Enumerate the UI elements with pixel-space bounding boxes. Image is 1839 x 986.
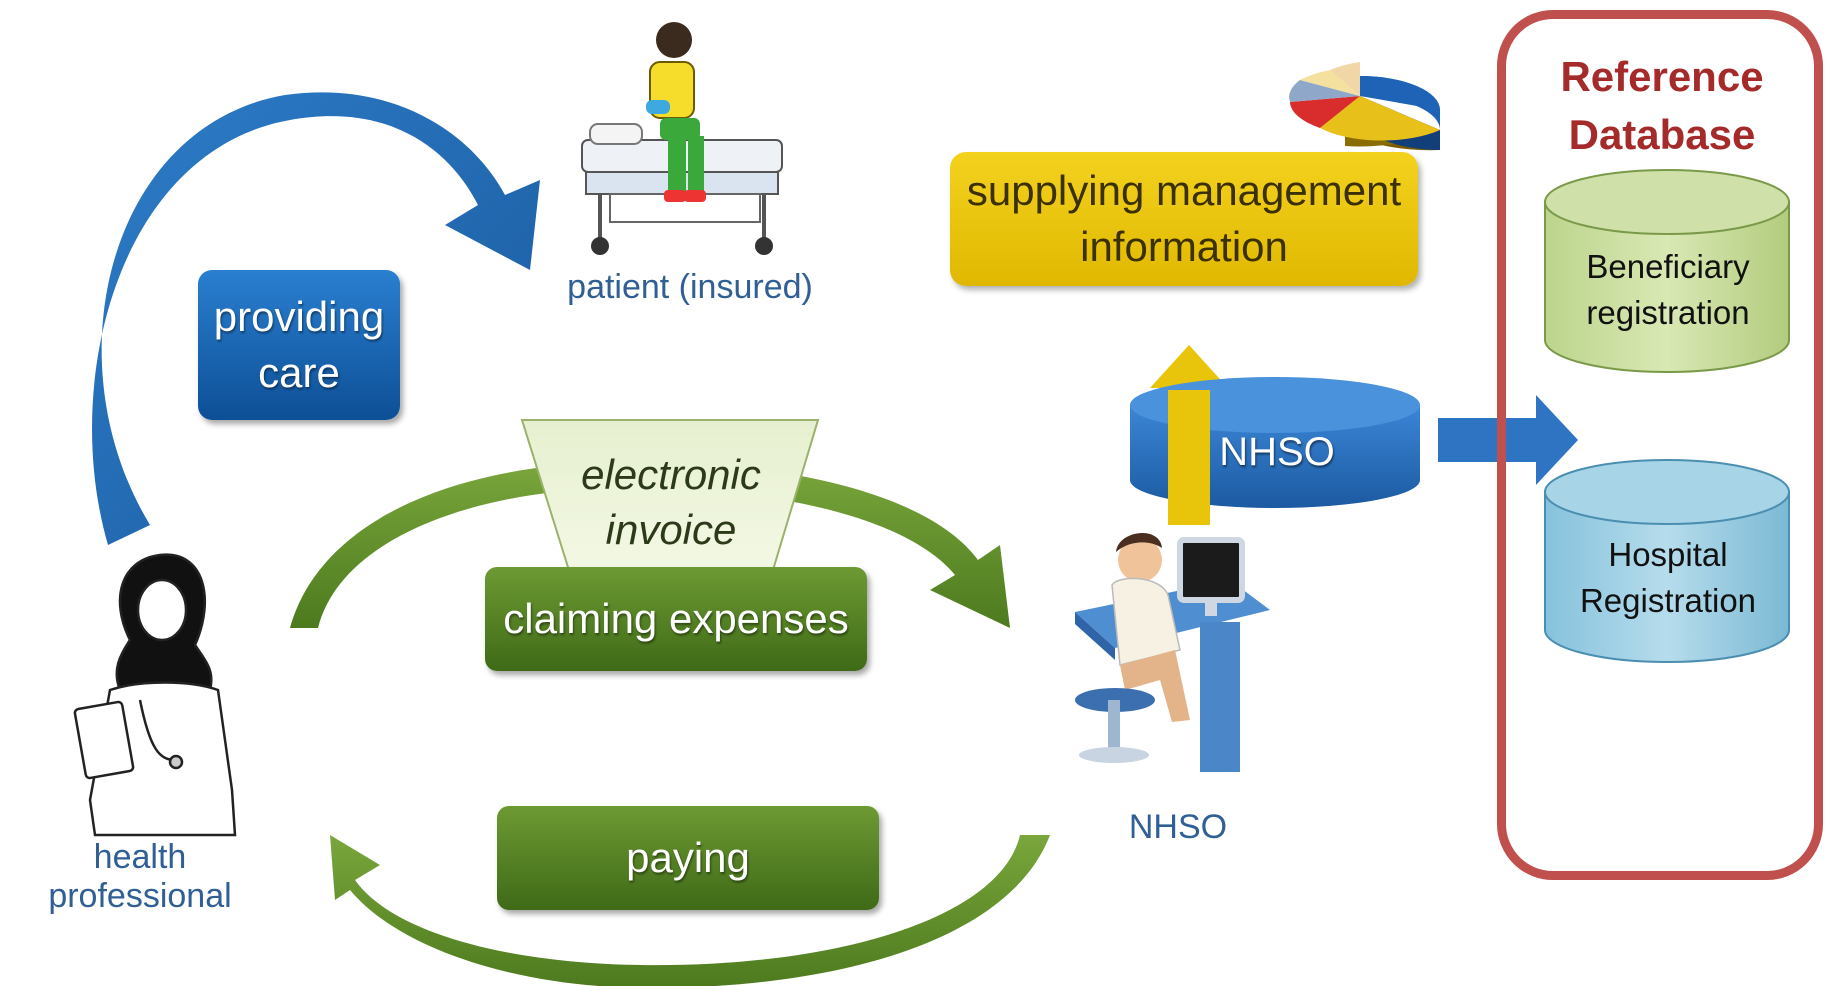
- pie-chart-icon: [1289, 62, 1440, 151]
- claiming-expenses-box: claiming expenses: [485, 567, 867, 671]
- claiming-expenses-label: claiming expenses: [503, 595, 849, 642]
- supplying-info-label: supplying management information: [966, 167, 1402, 270]
- patient-caption: patient (insured): [567, 268, 813, 306]
- paying-label: paying: [626, 834, 750, 881]
- beneficiary-cylinder: [1544, 169, 1790, 373]
- patient-on-bed-icon: [581, 22, 783, 255]
- supplying-info-box: supplying management information: [950, 152, 1418, 286]
- right-arrow: [1438, 395, 1578, 485]
- beneficiary-registration-label: Beneficiary registration: [1586, 248, 1750, 331]
- claiming-arrow: [290, 461, 1010, 628]
- office-worker-icon: [1075, 532, 1270, 772]
- paying-arrow: [330, 835, 1050, 986]
- reference-database-title: Reference Database: [1560, 53, 1764, 158]
- providing-care-label: providing care: [213, 293, 385, 396]
- nhso-caption: NHSO: [1128, 808, 1228, 846]
- hospital-registration-label: Hospital Registration: [1579, 536, 1757, 619]
- doctor-icon: [73, 553, 237, 837]
- health-professional-caption: health professional: [48, 838, 232, 915]
- nhso-up-arrow-overlay: [1168, 390, 1210, 520]
- nhso-database-label: NHSO: [1219, 430, 1335, 474]
- hospital-cylinder: [1544, 459, 1790, 663]
- electronic-invoice-label: electronic invoice: [581, 451, 761, 553]
- paying-box: paying: [497, 806, 879, 910]
- providing-care-box: providing care: [198, 270, 400, 420]
- reference-database-frame: [1497, 10, 1823, 880]
